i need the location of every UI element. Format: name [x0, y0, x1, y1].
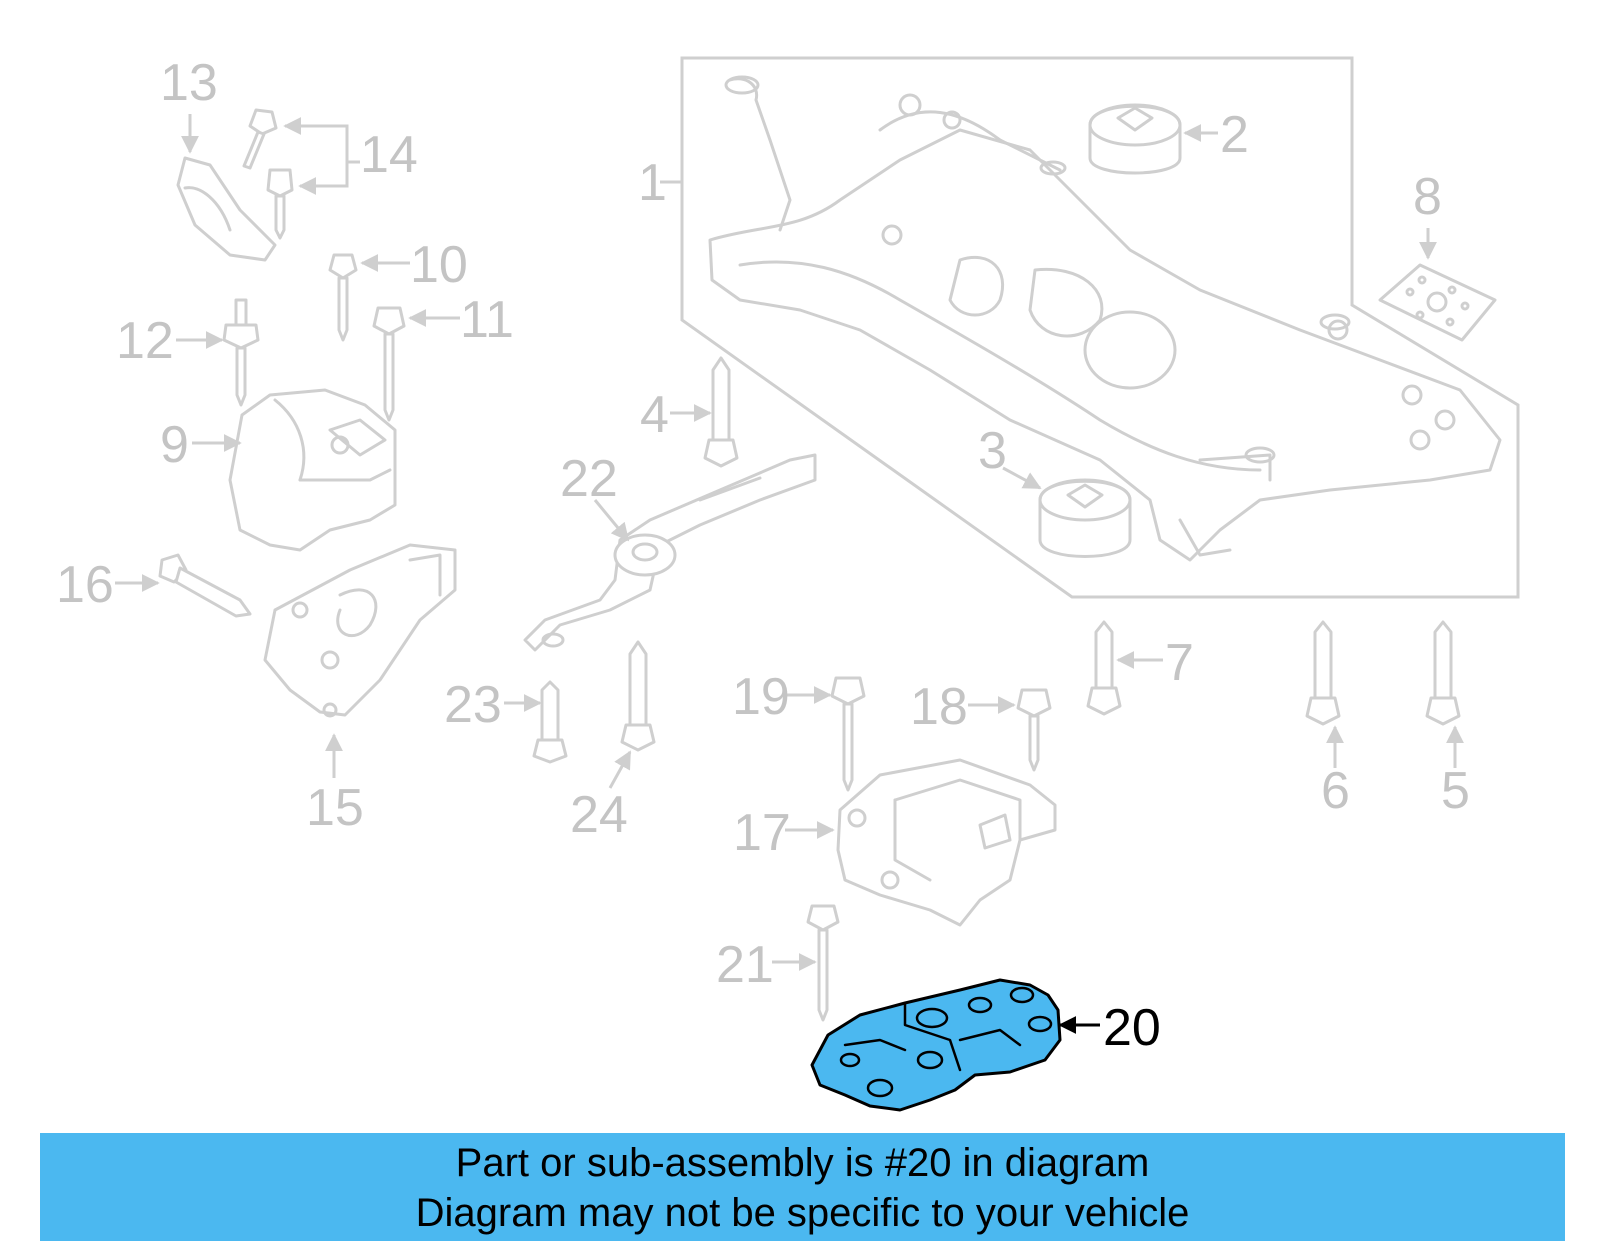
callout-19: 19: [732, 668, 790, 726]
bolt-part-10: [328, 253, 358, 342]
bolt-part-11: [372, 306, 406, 422]
bolts-part-14: [242, 108, 294, 240]
callout-10: 10: [410, 236, 468, 294]
subframe: [708, 75, 1502, 562]
bushing-part-2: [1088, 103, 1182, 175]
callout-18: 18: [910, 678, 968, 736]
bolt-part-12: [222, 298, 260, 407]
bolt-part-24: [620, 640, 656, 752]
mount-part-20-highlighted[interactable]: [810, 978, 1062, 1112]
callout-4: 4: [640, 386, 669, 444]
bolt-part-4: [703, 356, 739, 468]
callout-20: 20: [1103, 999, 1161, 1057]
info-banner: Part or sub-assembly is #20 in diagram D…: [40, 1133, 1565, 1241]
bracket-part-15: [263, 543, 457, 718]
callout-17: 17: [733, 804, 791, 862]
callout-5: 5: [1441, 762, 1470, 820]
callout-23: 23: [444, 676, 502, 734]
torque-arm-part-22: [523, 453, 817, 652]
banner-line-part-number: Part or sub-assembly is #20 in diagram: [455, 1141, 1150, 1185]
callout-11: 11: [460, 291, 514, 349]
callout-6: 6: [1321, 762, 1350, 820]
bolt-part-21: [806, 904, 840, 1022]
bolt-part-18: [1016, 688, 1052, 772]
callout-16: 16: [56, 556, 114, 614]
callout-7: 7: [1165, 634, 1194, 692]
bushing-part-3: [1038, 478, 1132, 558]
bolt-part-7: [1086, 620, 1122, 716]
callout-1: 1: [638, 154, 667, 212]
leader-lines: [115, 114, 1464, 1034]
callout-21: 21: [716, 936, 774, 994]
bracket-part-13: [176, 156, 277, 262]
plate-part-8: [1378, 263, 1497, 342]
banner-line-disclaimer: Diagram may not be specific to your vehi…: [415, 1191, 1190, 1235]
bolt-part-5: [1425, 620, 1461, 726]
callout-22: 22: [560, 450, 618, 508]
callout-12: 12: [116, 312, 174, 370]
mount-part-17: [836, 758, 1057, 927]
mount-part-9: [228, 388, 397, 552]
callout-2: 2: [1220, 106, 1249, 164]
callout-9: 9: [160, 416, 189, 474]
subframe-group: [680, 56, 1520, 726]
bolt-part-6: [1305, 620, 1341, 726]
bolt-part-16: [158, 553, 252, 618]
callout-15: 15: [306, 779, 364, 837]
callout-14: 14: [360, 126, 418, 184]
callout-24: 24: [570, 786, 628, 844]
callout-numbers: 1 2 3 4 5 6 7 8 9 10 11 12 13 14 15 16 1…: [56, 54, 1470, 1057]
callout-3: 3: [978, 422, 1007, 480]
callout-8: 8: [1413, 168, 1442, 226]
bolt-part-19: [830, 676, 866, 792]
bolt-part-23: [532, 680, 568, 764]
callout-13: 13: [160, 54, 218, 112]
